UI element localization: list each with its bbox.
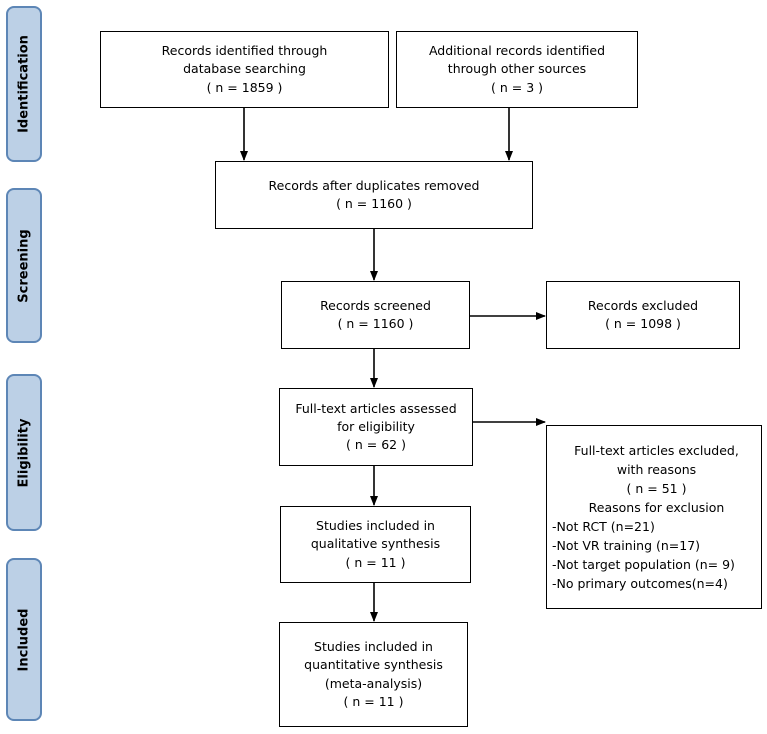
box-quantitative-count: ( n = 11 ) xyxy=(343,693,404,709)
box-records-other-sources-count: ( n = 3 ) xyxy=(491,79,543,95)
box-records-other-sources: Additional records identified through ot… xyxy=(396,31,638,108)
box-qualitative-line1: Studies included in xyxy=(316,518,435,534)
box-fulltext-excluded-line2: with reasons xyxy=(616,462,697,477)
box-fulltext-assessed-line2: for eligibility xyxy=(337,418,415,434)
box-records-database-line1: Records identified through xyxy=(161,43,328,59)
box-after-duplicates: Records after duplicates removed ( n = 1… xyxy=(215,161,533,229)
box-records-screened-line1: Records screened xyxy=(320,297,431,313)
box-quantitative-line2: quantitative synthesis xyxy=(304,657,443,673)
exclusion-reasons-title: Reasons for exclusion xyxy=(588,500,725,515)
box-fulltext-excluded-count: ( n = 51 ) xyxy=(626,481,687,496)
exclusion-reason-item: -Not RCT (n=21) xyxy=(552,519,655,534)
box-after-duplicates-line1: Records after duplicates removed xyxy=(268,177,480,193)
box-fulltext-excluded-line1: Full-text articles excluded, xyxy=(574,443,739,458)
box-records-screened-count: ( n = 1160 ) xyxy=(337,316,414,331)
exclusion-reason-item: -No primary outcomes(n=4) xyxy=(552,576,728,591)
box-qualitative-count: ( n = 11 ) xyxy=(345,554,406,570)
box-quantitative-line1: Studies included in xyxy=(314,639,433,655)
stage-identification: Identification xyxy=(6,6,42,162)
exclusion-reason-item: -Not target population (n= 9) xyxy=(552,557,735,572)
box-records-excluded-line1: Records excluded xyxy=(587,297,699,313)
box-records-screened: Records screened ( n = 1160 ) xyxy=(281,281,470,349)
exclusion-reason-item: -Not VR training (n=17) xyxy=(552,538,701,553)
stage-included: Included xyxy=(6,558,42,721)
box-qualitative-synthesis: Studies included in qualitative synthesi… xyxy=(280,506,471,583)
box-records-other-sources-line2: through other sources xyxy=(447,61,587,77)
box-records-other-sources-line1: Additional records identified xyxy=(428,43,606,59)
stage-eligibility: Eligibility xyxy=(6,374,42,531)
box-fulltext-assessed-line1: Full-text articles assessed xyxy=(295,400,457,416)
box-records-database-count: ( n = 1859 ) xyxy=(206,79,283,95)
box-fulltext-excluded: Full-text articles excluded, with reason… xyxy=(546,425,762,609)
box-fulltext-assessed-count: ( n = 62 ) xyxy=(346,437,406,453)
box-quantitative-synthesis: Studies included in quantitative synthes… xyxy=(279,622,468,727)
stage-screening: Screening xyxy=(6,188,42,343)
box-after-duplicates-count: ( n = 1160 ) xyxy=(336,196,412,211)
box-qualitative-line2: qualitative synthesis xyxy=(310,536,441,552)
box-records-excluded: Records excluded ( n = 1098 ) xyxy=(546,281,740,349)
box-records-database: Records identified through database sear… xyxy=(100,31,389,108)
box-fulltext-assessed: Full-text articles assessed for eligibil… xyxy=(279,388,473,466)
box-records-excluded-count: ( n = 1098 ) xyxy=(605,316,681,331)
box-quantitative-line3: (meta-analysis) xyxy=(324,675,423,691)
box-records-database-line2: database searching xyxy=(183,61,306,77)
